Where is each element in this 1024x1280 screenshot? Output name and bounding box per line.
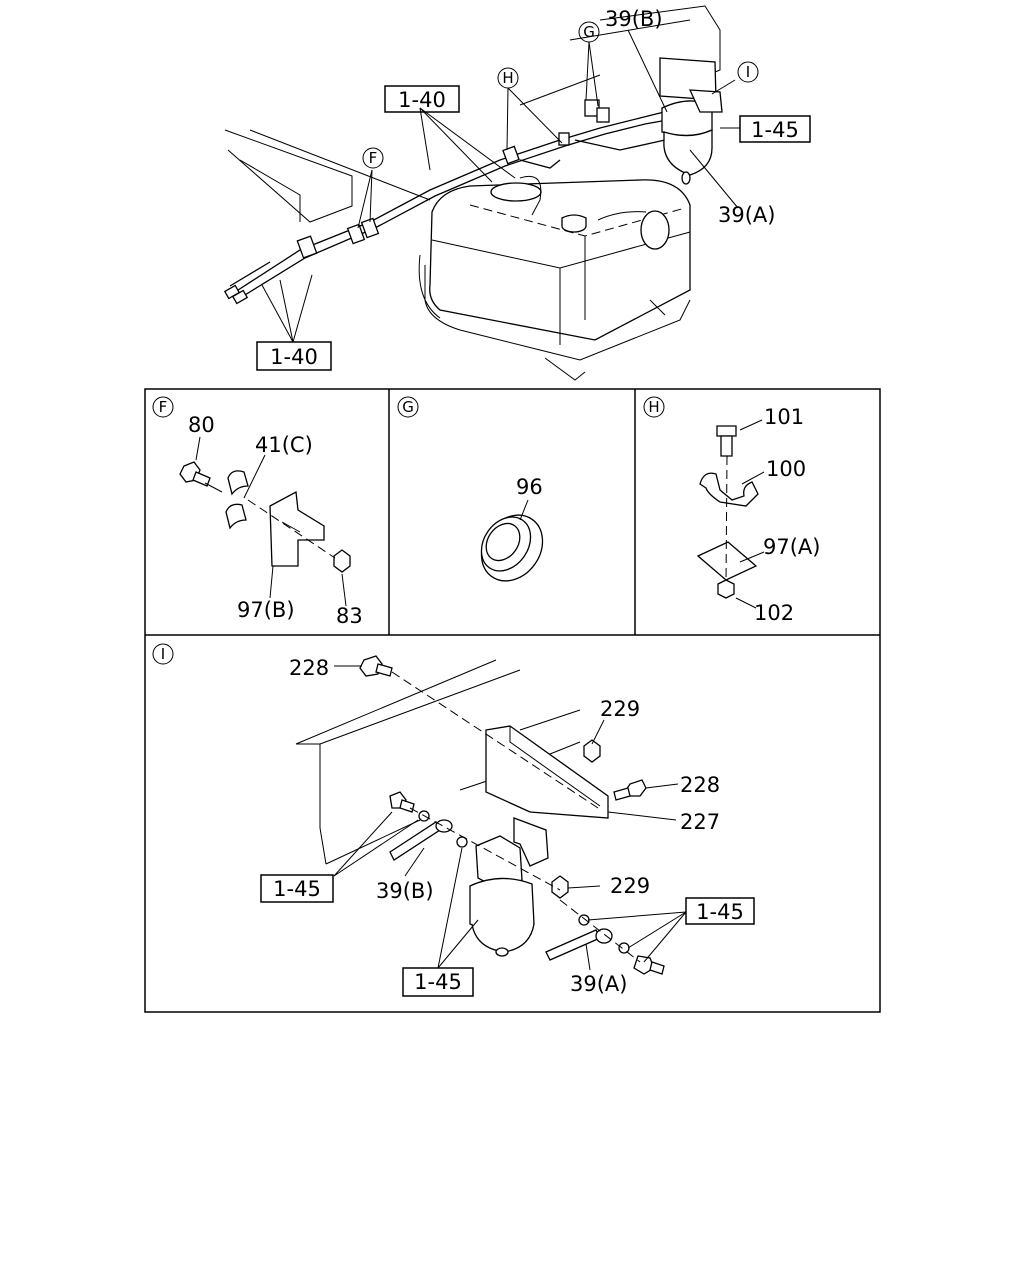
label-97b: 97(B) bbox=[237, 598, 295, 622]
ref-box-1-40-bottom bbox=[256, 341, 332, 371]
callout-g: G bbox=[583, 23, 595, 41]
label-39a-detail: 39(A) bbox=[570, 972, 627, 996]
label-39b-detail: 39(B) bbox=[376, 879, 434, 903]
bolt-80 bbox=[179, 461, 211, 487]
bolt-228-right bbox=[613, 779, 647, 801]
fuel-lines bbox=[223, 99, 691, 305]
bracket-227 bbox=[485, 725, 609, 819]
ref-1-40-top: 1-40 bbox=[398, 88, 446, 112]
bolt-left bbox=[389, 791, 415, 813]
ref-1-45-overview: 1-45 bbox=[751, 118, 799, 142]
detail-panels-frame bbox=[144, 388, 881, 1013]
panel-g: G 96 bbox=[397, 396, 544, 582]
overview-leaders bbox=[261, 29, 740, 343]
label-96: 96 bbox=[516, 475, 543, 499]
label-102: 102 bbox=[754, 601, 794, 625]
bolt-lower-right bbox=[633, 955, 665, 975]
ref-1-45-bottom: 1-45 bbox=[414, 970, 462, 994]
ref-1-40-bottom: 1-40 bbox=[270, 345, 318, 369]
fuel-filter-detail bbox=[469, 817, 549, 957]
label-83: 83 bbox=[336, 604, 363, 628]
hose-39b bbox=[389, 819, 453, 861]
callout-circle-h bbox=[497, 67, 519, 89]
label-227: 227 bbox=[680, 810, 720, 834]
nut-83 bbox=[333, 549, 351, 573]
frame-rail bbox=[224, 5, 721, 223]
ref-box-1-45-right bbox=[685, 897, 755, 925]
panel-g-id: G bbox=[402, 398, 414, 416]
ref-box-1-45-overview bbox=[739, 115, 811, 143]
panel-f-circle bbox=[152, 396, 174, 418]
bolt-228-top bbox=[359, 655, 393, 677]
overview-illustration: 1-40 1-40 1-45 F G H I 39(B) 39(A) bbox=[223, 5, 811, 381]
panel-h: H 101 100 97(A) 102 bbox=[643, 396, 820, 625]
panel-h-circle bbox=[643, 396, 665, 418]
label-229-top: 229 bbox=[600, 697, 640, 721]
callout-circle-g bbox=[578, 21, 600, 43]
label-229-lower: 229 bbox=[610, 874, 650, 898]
panel-i-id: I bbox=[161, 645, 165, 663]
panel-f: F 80 41(C) 97(B) 83 bbox=[152, 396, 363, 628]
washer-mid bbox=[456, 836, 468, 848]
washer-right-1 bbox=[578, 914, 590, 926]
bolt-101 bbox=[716, 425, 737, 457]
panel-h-id: H bbox=[648, 398, 659, 416]
callout-h: H bbox=[502, 69, 513, 87]
panel-f-id: F bbox=[159, 398, 168, 416]
panel-i: I bbox=[152, 643, 755, 997]
nut-102 bbox=[717, 579, 735, 599]
label-39b-overview: 39(B) bbox=[605, 7, 663, 31]
grommet-96 bbox=[480, 514, 544, 582]
label-228-top: 228 bbox=[289, 656, 329, 680]
nut-229-lower bbox=[551, 875, 569, 899]
callout-circle-i bbox=[737, 61, 759, 83]
label-97a: 97(A) bbox=[763, 535, 820, 559]
fuel-tank bbox=[418, 175, 691, 381]
ref-1-45-right: 1-45 bbox=[696, 900, 744, 924]
label-80: 80 bbox=[188, 413, 215, 437]
label-228-right: 228 bbox=[680, 773, 720, 797]
label-39a-overview: 39(A) bbox=[718, 203, 775, 227]
panel-g-circle bbox=[397, 396, 419, 418]
ref-box-1-45-left bbox=[260, 874, 334, 903]
ref-box-1-45-bottom bbox=[402, 967, 474, 997]
label-101: 101 bbox=[764, 405, 804, 429]
bracket-97b bbox=[269, 490, 325, 567]
hose-39a bbox=[545, 928, 613, 961]
label-41c: 41(C) bbox=[255, 433, 313, 457]
fuel-filter-assembly bbox=[659, 57, 723, 185]
panel-i-circle bbox=[152, 643, 174, 665]
ref-1-45-left: 1-45 bbox=[273, 877, 321, 901]
clip-41c bbox=[225, 470, 249, 530]
callout-f: F bbox=[369, 149, 378, 167]
label-100: 100 bbox=[766, 457, 806, 481]
ref-box-1-40-top bbox=[384, 85, 460, 113]
plate-97a bbox=[696, 541, 758, 581]
callout-i: I bbox=[746, 63, 750, 81]
clamp-100 bbox=[699, 472, 759, 507]
nut-229-top bbox=[583, 739, 601, 763]
washer-right-2 bbox=[618, 942, 630, 954]
callout-circle-f bbox=[362, 147, 384, 169]
